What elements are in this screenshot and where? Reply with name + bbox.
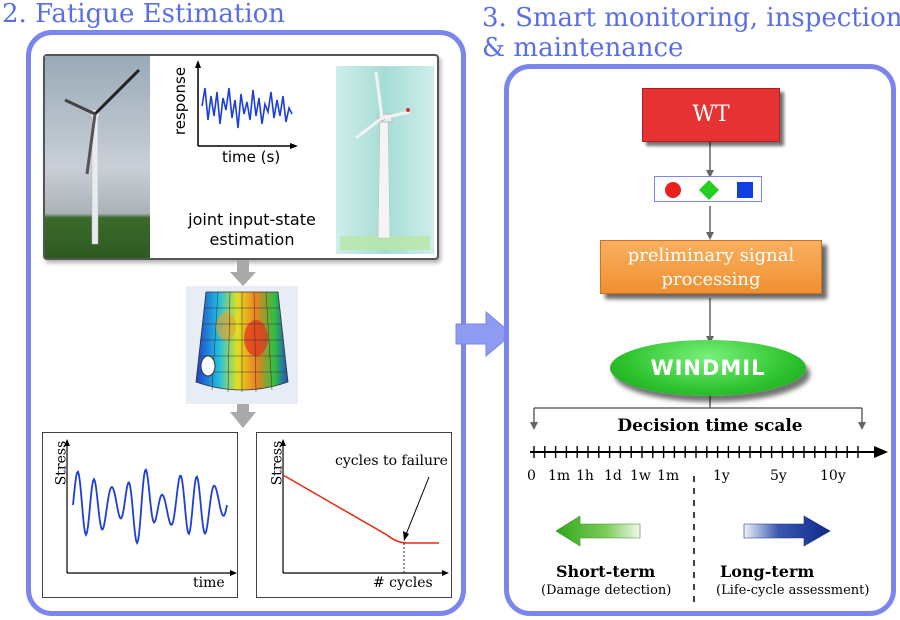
fatigue-section-title: 2. Fatigue Estimation	[2, 0, 286, 29]
circle-sensor-icon	[665, 182, 681, 198]
long-term-subtitle: (Life-cycle assessment)	[716, 583, 870, 598]
tick-label-0: 0	[527, 468, 536, 484]
response-xlabel: time (s)	[222, 148, 281, 166]
signal-processing-line2: processing	[661, 269, 761, 290]
fe-model-image	[186, 286, 298, 404]
tick-label-1m-second: 1m	[657, 468, 680, 484]
long-term-arrow-icon	[743, 515, 831, 547]
down-arrow-1	[230, 260, 256, 286]
timescale-axis	[530, 446, 888, 458]
stress-time-plot: Stress time	[42, 432, 238, 598]
tick-label-1w: 1w	[630, 468, 651, 484]
estimation-label: joint input-state estimation	[172, 210, 332, 250]
panel-connector-arrow	[455, 310, 513, 358]
diamond-sensor-icon	[699, 180, 719, 200]
response-ylabel: response	[171, 66, 190, 136]
windmil-oval: WINDMIL	[610, 340, 806, 396]
signal-processing-line1: preliminary signal	[627, 245, 795, 266]
tick-label-1d: 1d	[604, 468, 622, 484]
turbine-photo	[45, 56, 150, 258]
sn-ylabel: Stress	[269, 440, 286, 486]
signal-processing-box: preliminary signal processing	[600, 240, 822, 294]
square-sensor-icon	[737, 182, 753, 198]
tick-label-1y: 1y	[713, 468, 730, 484]
short-term-title: Short-term	[556, 562, 656, 581]
tick-label-5y: 5y	[770, 468, 787, 484]
response-plot	[195, 60, 298, 149]
sensor-symbols-box	[654, 176, 762, 202]
stress-time-ylabel: Stress	[53, 440, 70, 486]
sn-annotation: cycles to failure	[335, 453, 448, 469]
estimation-label-line2: estimation	[209, 230, 295, 249]
monitoring-section-title-line2: & maintenance	[482, 33, 684, 63]
timescale-branch-lines	[530, 407, 866, 430]
short-term-subtitle: (Damage detection)	[541, 583, 672, 598]
stress-time-xlabel: time	[193, 575, 225, 591]
down-arrow-2	[230, 404, 256, 428]
short-term-arrow-icon	[555, 515, 641, 547]
sn-xlabel: # cycles	[373, 575, 433, 591]
tick-label-1m: 1m	[548, 468, 571, 484]
long-term-title: Long-term	[720, 562, 815, 581]
term-separator	[693, 476, 695, 604]
monitoring-section-title-line1: 3. Smart monitoring, inspection	[482, 3, 900, 33]
sn-curve-plot: Stress # cycles cycles to failure	[256, 432, 452, 598]
estimation-label-line1: joint input-state	[188, 210, 316, 229]
tick-label-1h: 1h	[576, 468, 594, 484]
timescale-title: Decision time scale	[617, 416, 803, 436]
wt-box: WT	[642, 88, 780, 142]
tick-label-10y: 10y	[820, 468, 846, 484]
turbine-render	[336, 66, 434, 254]
